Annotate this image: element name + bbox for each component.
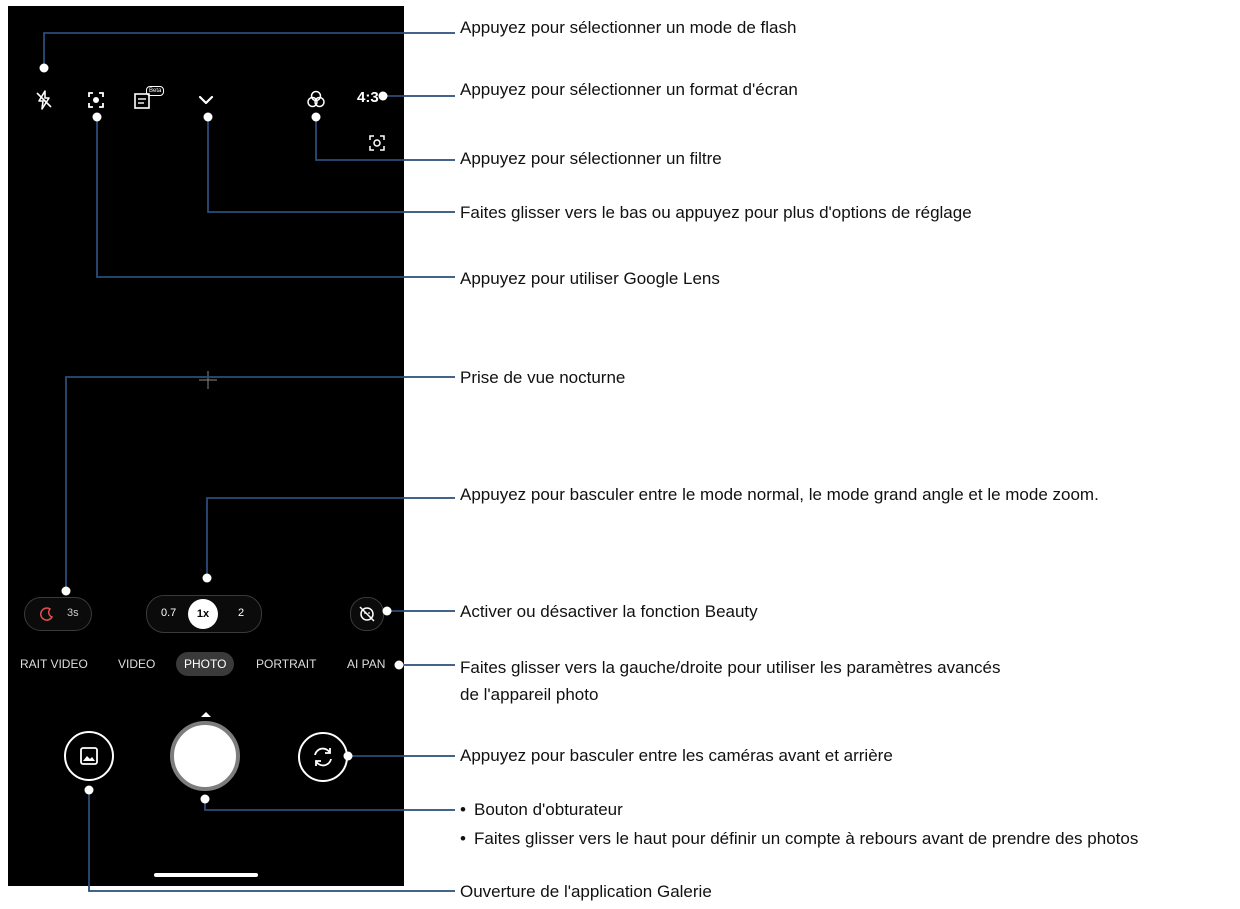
beta-badge: Beta [146,86,165,96]
zoom-option[interactable]: 0.7 [161,607,177,619]
mode-item[interactable]: RAIT VIDEO [20,657,88,671]
label-shutter-text-2: Faites glisser vers le haut pour définir… [474,829,1139,848]
label-modes-line2: de l'appareil photo [460,685,599,704]
label-night-shot: Prise de vue nocturne [460,368,626,387]
beauty-toggle[interactable] [350,597,384,631]
label-modes-line1: Faites glisser vers la gauche/droite pou… [460,658,1001,677]
home-indicator [154,873,258,877]
moon-icon [40,607,54,621]
mode-item[interactable]: VIDEO [118,657,156,671]
flash-off-icon[interactable] [32,88,56,112]
label-shutter-text-1: Bouton d'obturateur [474,800,623,819]
label-settings: Faites glisser vers le bas ou appuyez po… [460,203,972,222]
mode-item[interactable]: AI PAN [347,657,386,671]
label-aspect-ratio: Appuyez pour sélectionner un format d'éc… [460,80,798,99]
label-gallery: Ouverture de l'application Galerie [460,882,712,901]
label-shutter-line1: • Bouton d'obturateur [460,800,623,820]
night-mode-pill[interactable]: 3s [24,597,92,631]
caret-up-icon [200,705,212,717]
bullet: • [460,800,466,819]
aspect-ratio-button[interactable]: 4:3 [357,89,379,106]
label-flash-mode: Appuyez pour sélectionner un mode de fla… [460,18,797,37]
bullet: • [460,829,466,848]
label-zoom: Appuyez pour basculer entre le mode norm… [460,485,1099,504]
mode-item[interactable]: PORTRAIT [256,657,317,671]
gallery-button[interactable] [64,731,114,781]
crosshair-icon [198,370,218,390]
chevron-down-icon[interactable] [194,88,218,112]
label-google-lens: Appuyez pour utiliser Google Lens [460,269,720,288]
beauty-off-icon [359,606,375,622]
zoom-option-selected[interactable]: 1x [188,599,218,629]
filter-icon[interactable] [304,88,328,112]
label-filter: Appuyez pour sélectionner un filtre [460,149,722,168]
gallery-icon [80,747,98,765]
zoom-selector[interactable]: 0.7 1x 2 [146,595,262,633]
shutter-button[interactable] [170,721,240,791]
camera-switch-icon [314,747,332,767]
zoom-option[interactable]: 2 [238,607,245,619]
label-shutter-line2: • Faites glisser vers le haut pour défini… [460,829,1138,849]
night-time: 3s [67,607,79,619]
mode-item-active[interactable]: PHOTO [176,652,235,676]
label-switch-camera: Appuyez pour basculer entre les caméras … [460,746,893,765]
document-scan-icon[interactable]: Beta [132,86,172,112]
camera-screen: Beta 4:3 3s 0 [8,6,404,886]
label-beauty: Activer ou désactiver la fonction Beauty [460,602,758,621]
google-lens-icon[interactable] [84,88,108,112]
focus-icon[interactable] [368,134,386,152]
